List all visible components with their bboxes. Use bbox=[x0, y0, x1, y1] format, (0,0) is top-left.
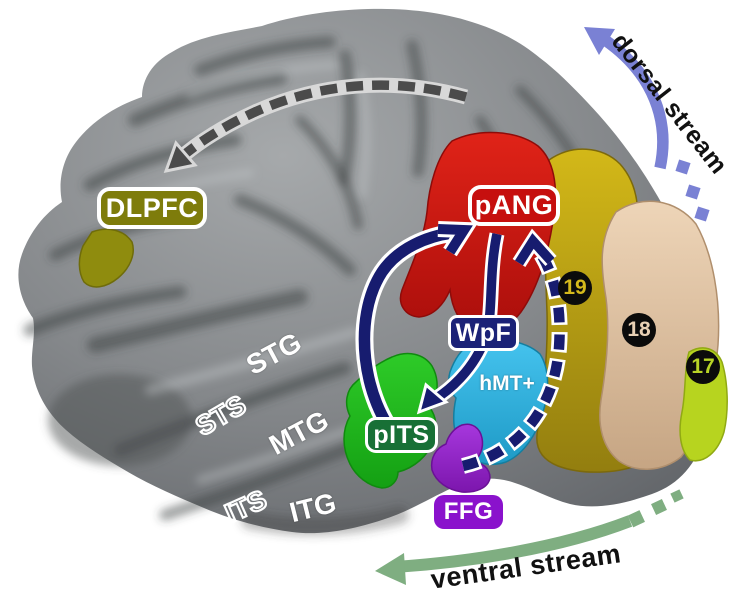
gyri-highlights bbox=[106, 61, 394, 484]
brodmann-area-19-badge: 19 bbox=[558, 271, 592, 305]
region-label-pang: pANG bbox=[468, 185, 560, 226]
dlpfc-patch bbox=[78, 228, 134, 288]
dorsal-stream-arrow bbox=[584, 27, 710, 222]
region-label-dlpfc: DLPFC bbox=[97, 187, 207, 229]
label-hmt: hMT+ bbox=[479, 372, 535, 395]
brodmann-area-18-badge: 18 bbox=[622, 313, 656, 347]
ventral-stream-arrow bbox=[375, 489, 684, 585]
region-label-pits: pITS bbox=[365, 417, 438, 453]
region-label-ffg: FFG bbox=[434, 495, 503, 529]
ffg-to-pang-dashed-arrow bbox=[460, 228, 568, 474]
dlpfc-feedback-arrow bbox=[163, 77, 468, 174]
region-label-wpf: WpF bbox=[448, 315, 519, 351]
pits-to-pang-arrow bbox=[355, 221, 479, 449]
ffg-patch bbox=[430, 423, 491, 493]
brodmann-area-17-badge: 17 bbox=[686, 350, 720, 384]
